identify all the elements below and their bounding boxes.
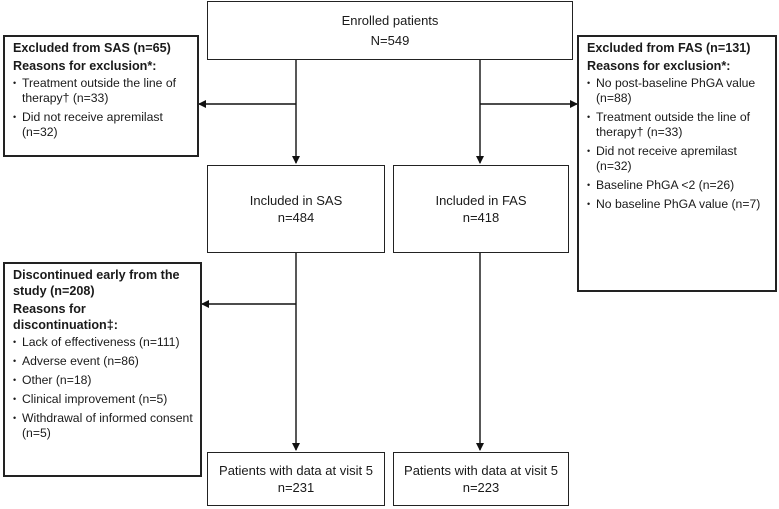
included-fas-title: Included in FAS (435, 193, 527, 208)
visit5-sas-count: n=231 (277, 480, 315, 495)
enrolled-box: Enrolled patients N=549 (207, 1, 573, 60)
list-item: Lack of effectiveness (n=111) (13, 335, 194, 350)
list-item: Withdrawal of informed consent (n=5) (13, 411, 194, 441)
visit5-fas-count: n=223 (462, 480, 500, 495)
discontinued-subheader: Reasons for discontinuation‡: (13, 302, 118, 332)
list-item: Other (n=18) (13, 373, 194, 388)
excluded-fas-list: No post-baseline PhGA value (n=88) Treat… (587, 76, 769, 212)
visit5-sas-title: Patients with data at visit 5 (219, 463, 373, 478)
list-item: No baseline PhGA value (n=7) (587, 197, 769, 212)
list-item: Clinical improvement (n=5) (13, 392, 194, 407)
excluded-sas-subheader: Reasons for exclusion*: (13, 59, 157, 73)
included-fas-count: n=418 (462, 210, 500, 225)
excluded-sas-list: Treatment outside the line of therapy† (… (13, 76, 191, 140)
included-sas-box: Included in SAS n=484 (207, 165, 385, 253)
included-fas-box: Included in FAS n=418 (393, 165, 569, 253)
visit5-sas-box: Patients with data at visit 5 n=231 (207, 452, 385, 506)
list-item: Treatment outside the line of therapy† (… (587, 110, 769, 140)
excluded-fas-header: Excluded from FAS (n=131) (587, 41, 751, 55)
visit5-fas-title: Patients with data at visit 5 (404, 463, 558, 478)
excluded-sas-box: Excluded from SAS (n=65) Reasons for exc… (3, 35, 199, 157)
discontinued-list: Lack of effectiveness (n=111) Adverse ev… (13, 335, 194, 441)
discontinued-header: Discontinued early from the study (n=208… (13, 268, 180, 298)
list-item: Did not receive apremilast (n=32) (587, 144, 769, 174)
visit5-fas-box: Patients with data at visit 5 n=223 (393, 452, 569, 506)
discontinued-box: Discontinued early from the study (n=208… (3, 262, 202, 477)
list-item: Treatment outside the line of therapy† (… (13, 76, 191, 106)
list-item: Adverse event (n=86) (13, 354, 194, 369)
list-item: Baseline PhGA <2 (n=26) (587, 178, 769, 193)
excluded-sas-header: Excluded from SAS (n=65) (13, 41, 171, 55)
enrolled-title: Enrolled patients (341, 13, 439, 28)
included-sas-title: Included in SAS (249, 193, 343, 208)
enrolled-count: N=549 (370, 33, 410, 48)
excluded-fas-box: Excluded from FAS (n=131) Reasons for ex… (577, 35, 777, 292)
list-item: Did not receive apremilast (n=32) (13, 110, 191, 140)
excluded-fas-subheader: Reasons for exclusion*: (587, 59, 731, 73)
list-item: No post-baseline PhGA value (n=88) (587, 76, 769, 106)
included-sas-count: n=484 (277, 210, 315, 225)
